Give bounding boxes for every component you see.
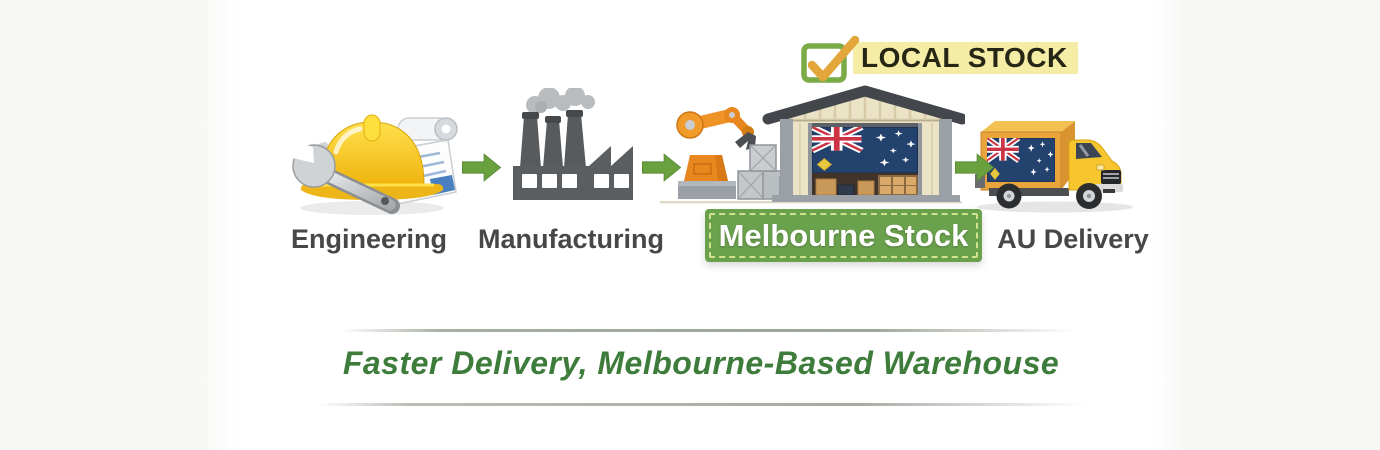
divider-top bbox=[340, 329, 1075, 332]
engineering-tools-icon bbox=[284, 114, 458, 215]
shadow bbox=[300, 201, 444, 215]
warehouse-boxes bbox=[812, 173, 918, 196]
local-stock-badge: LOCAL STOCK bbox=[799, 34, 1078, 84]
melbourne-stock-badge: Melbourne Stock bbox=[705, 209, 982, 262]
truck-cab bbox=[1068, 139, 1123, 193]
right-arrow-icon bbox=[642, 153, 682, 182]
warehouse-robot-icon bbox=[660, 85, 965, 204]
warehouse-icon bbox=[762, 85, 965, 202]
tagline: Faster Delivery, Melbourne-Based Warehou… bbox=[342, 345, 1060, 381]
page-margin-left bbox=[0, 0, 237, 450]
chimneys bbox=[520, 110, 586, 168]
step-label-au-delivery: AU Delivery bbox=[997, 224, 1149, 254]
divider-bottom bbox=[318, 403, 1086, 406]
checked-checkbox-icon bbox=[801, 35, 860, 83]
right-arrow-icon bbox=[955, 153, 995, 182]
chassis-rail bbox=[989, 188, 1069, 196]
factory-icon bbox=[513, 88, 633, 200]
wrench-icon bbox=[284, 138, 400, 214]
step-label-manufacturing: Manufacturing bbox=[478, 224, 664, 254]
wheels bbox=[996, 183, 1102, 209]
local-stock-label: LOCAL STOCK bbox=[853, 42, 1078, 74]
australia-flag-icon bbox=[812, 127, 918, 173]
step-label-engineering: Engineering bbox=[290, 224, 448, 254]
page-margin-right bbox=[1155, 0, 1380, 450]
robot-arm-icon bbox=[676, 107, 756, 199]
right-arrow-icon bbox=[462, 153, 502, 182]
delivery-truck-icon bbox=[975, 121, 1133, 213]
step-label-melbourne-stock: Melbourne Stock bbox=[718, 218, 969, 253]
smoke-icon bbox=[526, 88, 595, 114]
factory-windows bbox=[522, 174, 629, 188]
australia-flag-icon bbox=[987, 138, 1055, 182]
ground-line bbox=[660, 201, 962, 204]
rear-bumper bbox=[975, 174, 985, 188]
